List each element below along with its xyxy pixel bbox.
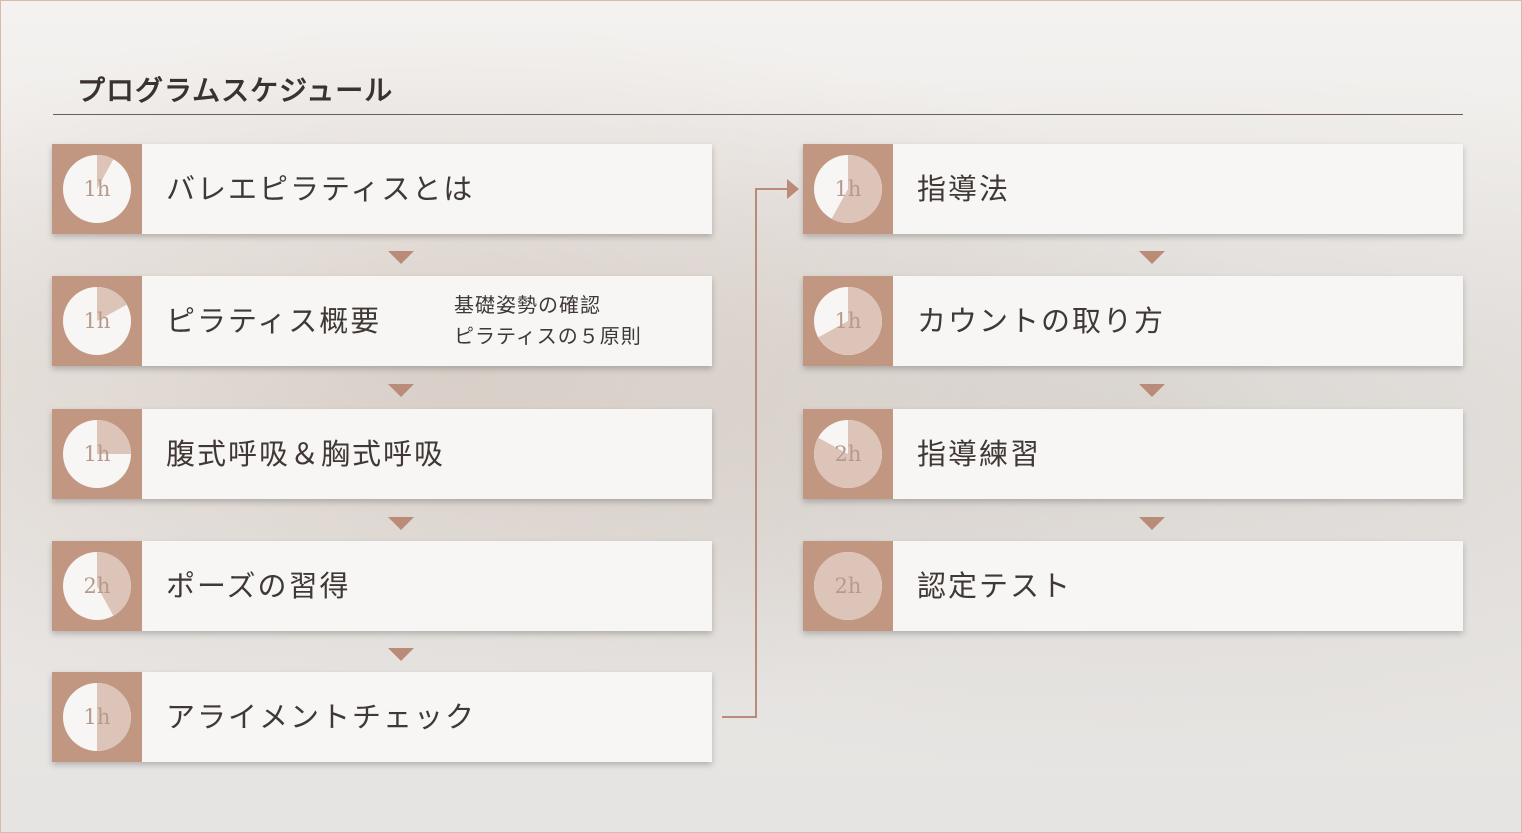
clock-icon: 1h bbox=[814, 155, 882, 223]
item-label: アライメントチェック bbox=[166, 700, 477, 734]
duration-label: 2h bbox=[834, 442, 862, 466]
clock-icon: 1h bbox=[814, 287, 882, 355]
item-label: カウントの取り方 bbox=[917, 304, 1166, 338]
schedule-item-teaching-method: 1h 指導法 bbox=[803, 144, 1463, 234]
connector-line bbox=[755, 188, 789, 190]
down-arrow-icon bbox=[388, 648, 414, 661]
connector-line bbox=[722, 716, 757, 718]
clock-wedge bbox=[97, 683, 131, 751]
duration-badge: 1h bbox=[803, 144, 893, 234]
clock-wedge bbox=[831, 155, 882, 223]
duration-badge: 1h bbox=[52, 276, 142, 366]
down-arrow-icon bbox=[388, 251, 414, 264]
schedule-item-certification-test: 2h 認定テスト bbox=[803, 541, 1463, 631]
clock-wedge bbox=[818, 287, 882, 355]
page-title: プログラムスケジュール bbox=[77, 74, 394, 107]
down-arrow-icon bbox=[1139, 517, 1165, 530]
item-label: 腹式呼吸＆胸式呼吸 bbox=[166, 437, 446, 471]
clock-icon: 1h bbox=[63, 155, 131, 223]
duration-badge: 1h bbox=[52, 409, 142, 499]
clock-icon: 1h bbox=[63, 420, 131, 488]
item-label: 指導練習 bbox=[917, 437, 1042, 471]
item-note: 基礎姿勢の確認 ピラティスの５原則 bbox=[454, 290, 642, 352]
note-line: ピラティスの５原則 bbox=[454, 324, 642, 348]
down-arrow-icon bbox=[1139, 251, 1165, 264]
duration-label: 1h bbox=[83, 177, 111, 201]
clock-wedge bbox=[97, 155, 114, 189]
item-label: 認定テスト bbox=[917, 569, 1073, 603]
clock-icon: 2h bbox=[814, 552, 882, 620]
duration-label: 2h bbox=[834, 574, 862, 598]
item-label: 指導法 bbox=[917, 172, 1011, 206]
right-arrow-icon bbox=[787, 179, 799, 199]
duration-badge: 2h bbox=[803, 541, 893, 631]
clock-wedge bbox=[97, 420, 131, 454]
schedule-item-pilates-overview: 1h ピラティス概要 基礎姿勢の確認 ピラティスの５原則 bbox=[52, 276, 712, 366]
clock-wedge bbox=[814, 420, 882, 488]
duration-badge: 2h bbox=[803, 409, 893, 499]
note-line: 基礎姿勢の確認 bbox=[454, 293, 601, 317]
duration-badge: 2h bbox=[52, 541, 142, 631]
schedule-item-teaching-practice: 2h 指導練習 bbox=[803, 409, 1463, 499]
duration-label: 1h bbox=[83, 442, 111, 466]
duration-label: 1h bbox=[83, 705, 111, 729]
duration-label: 1h bbox=[834, 177, 862, 201]
schedule-item-breathing: 1h 腹式呼吸＆胸式呼吸 bbox=[52, 409, 712, 499]
schedule-item-poses: 2h ポーズの習得 bbox=[52, 541, 712, 631]
clock-wedge bbox=[814, 552, 882, 620]
duration-label: 1h bbox=[834, 309, 862, 333]
schedule-item-alignment: 1h アライメントチェック bbox=[52, 672, 712, 762]
clock-wedge bbox=[97, 552, 131, 616]
schedule-item-counting: 1h カウントの取り方 bbox=[803, 276, 1463, 366]
clock-wedge bbox=[97, 287, 127, 321]
duration-label: 2h bbox=[83, 574, 111, 598]
down-arrow-icon bbox=[388, 384, 414, 397]
clock-icon: 1h bbox=[63, 287, 131, 355]
item-label: ポーズの習得 bbox=[166, 569, 351, 603]
down-arrow-icon bbox=[388, 517, 414, 530]
item-label: バレエピラティスとは bbox=[166, 172, 475, 206]
clock-icon: 2h bbox=[63, 552, 131, 620]
clock-icon: 2h bbox=[814, 420, 882, 488]
duration-label: 1h bbox=[83, 309, 111, 333]
duration-badge: 1h bbox=[803, 276, 893, 366]
item-label: ピラティス概要 bbox=[166, 304, 382, 338]
down-arrow-icon bbox=[1139, 384, 1165, 397]
title-divider bbox=[53, 114, 1463, 115]
connector-line bbox=[755, 188, 757, 718]
clock-icon: 1h bbox=[63, 683, 131, 751]
duration-badge: 1h bbox=[52, 144, 142, 234]
schedule-item-ballet-pilates: 1h バレエピラティスとは bbox=[52, 144, 712, 234]
duration-badge: 1h bbox=[52, 672, 142, 762]
